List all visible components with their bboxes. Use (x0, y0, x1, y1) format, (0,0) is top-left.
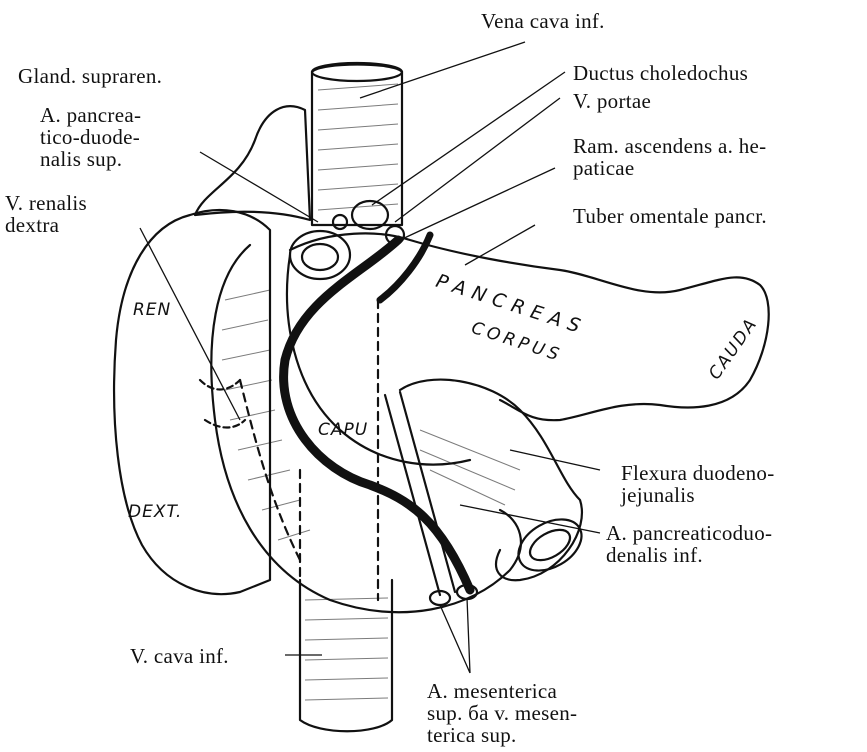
label-tuber-omentale: Tuber omentale pancr. (573, 205, 767, 227)
label-ram-ascendens: Ram. ascendens a. he- paticae (573, 135, 766, 179)
label-v-cava-inf-bottom: V. cava inf. (130, 645, 229, 667)
label-flexura: Flexura duodeno- jejunalis (621, 462, 775, 506)
label-v-renalis-dextra: V. renalis dextra (5, 192, 87, 236)
label-a-pancreaticoduodenalis-inf: A. pancreaticoduo- denalis inf. (606, 522, 772, 566)
label-vena-cava-inf-top: Vena cava inf. (481, 10, 605, 32)
label-a-mesenterica: A. mesenterica sup. ба v. mesen- terica … (427, 680, 577, 746)
label-a-pancreatico-duodenalis-sup: A. pancrea- tico-duode- nalis sup. (40, 104, 141, 170)
pancreas-head-outline (290, 233, 769, 420)
suprarenal-gland-outline (195, 106, 310, 220)
label-gland-supraren: Gland. supraren. (18, 65, 162, 87)
label-v-portae: V. portae (573, 90, 651, 112)
label-ductus-choledochus: Ductus choledochus (573, 62, 748, 84)
organ-label-ren: REN (133, 300, 171, 320)
organ-label-capu: CAPU (318, 420, 368, 440)
kidney-outline (114, 210, 270, 594)
organ-label-dext: DEXT. (128, 502, 182, 522)
